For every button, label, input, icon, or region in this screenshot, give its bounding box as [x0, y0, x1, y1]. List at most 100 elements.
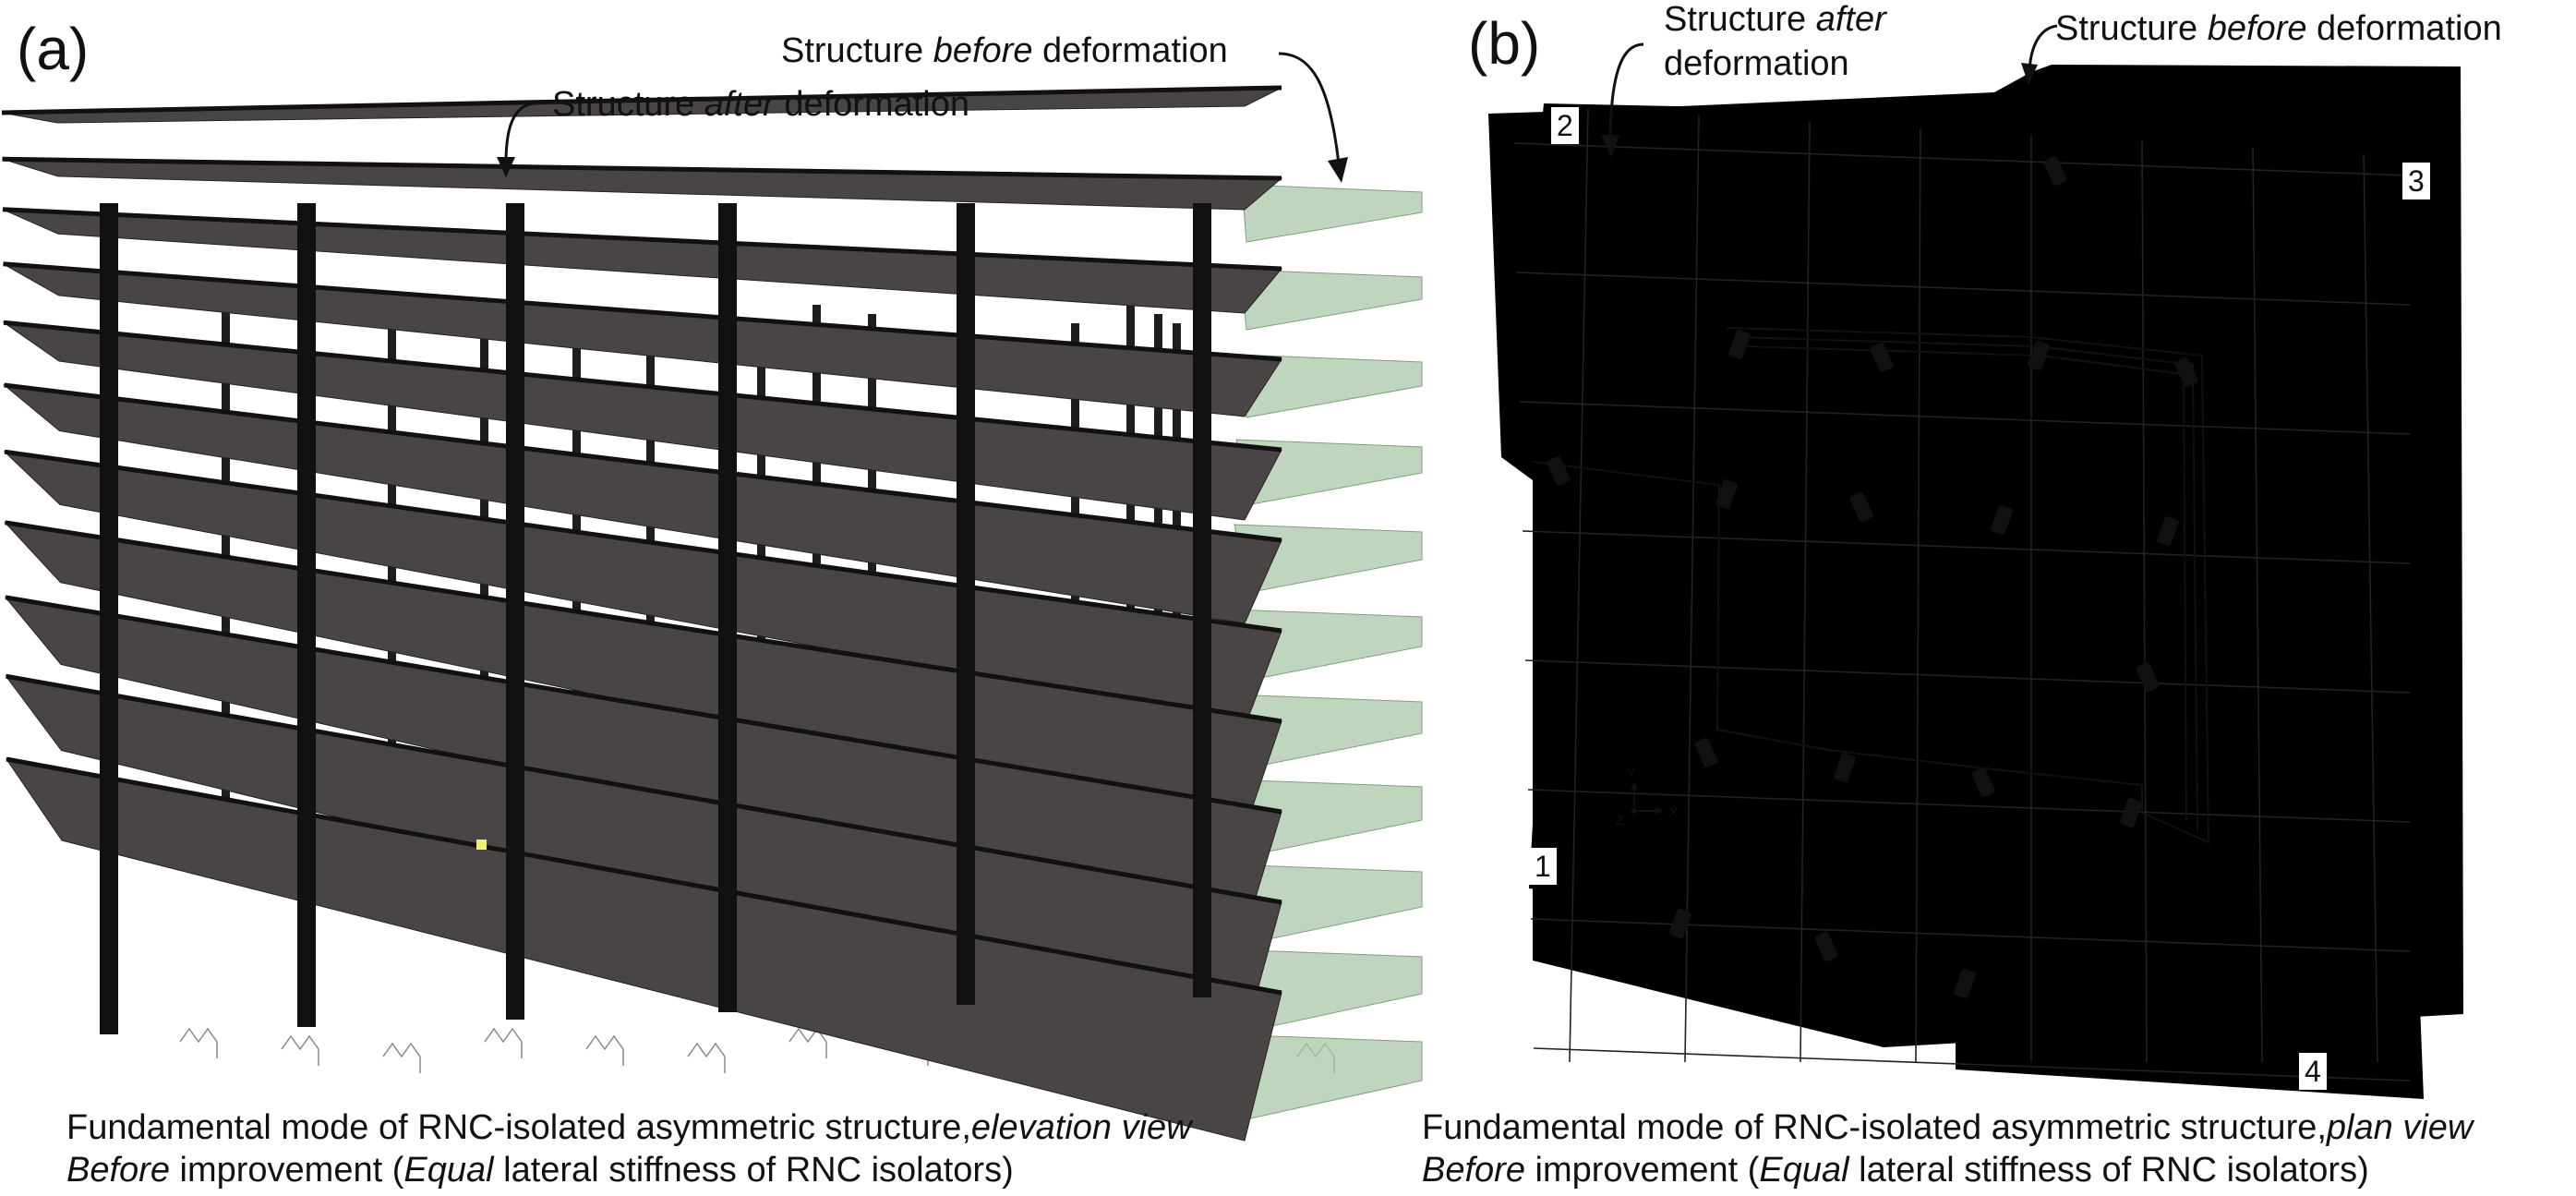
arrow-before-a	[1278, 52, 1341, 165]
isolator-spring-2	[281, 1034, 319, 1066]
annotation-arrows-a	[497, 52, 1348, 183]
caption-a-line1-text: Fundamental mode of RNC-isolated asymmet…	[66, 1108, 971, 1147]
plan-grid-row-4	[1522, 530, 2411, 564]
front-column-6	[1193, 203, 1211, 997]
plan-grid-col-1	[1569, 108, 1589, 1063]
arrow-head-before-a	[1328, 157, 1348, 183]
front-column-5	[957, 203, 975, 1005]
slab-edge-9	[5, 595, 1282, 815]
caption-a: Fundamental mode of RNC-isolated asymmet…	[66, 1106, 1192, 1191]
panel-a-letter: (a)	[17, 16, 90, 82]
annotation-before-b-pre: Structure	[2055, 9, 2208, 48]
plan-isolator-13	[1971, 767, 1995, 797]
caption-a-mid: improvement (	[169, 1151, 404, 1190]
plan-isolator-16	[1954, 969, 1976, 998]
annotation-structure-before-b: Structure before deformation	[2055, 9, 2502, 49]
annotation-before-a-pre: Structure	[781, 31, 933, 70]
annotation-after-b-pre: Structure	[1664, 0, 1816, 39]
caption-b-line1: Fundamental mode of RNC-isolated asymmet…	[1422, 1106, 2473, 1149]
isolator-spring-1	[179, 1027, 218, 1058]
plan-isolator-17	[1814, 932, 1838, 961]
slabs-after-deformation	[1, 85, 1283, 1142]
caption-b-em2: Equal	[1759, 1151, 1849, 1190]
arrow-after-b	[1608, 42, 1644, 139]
slab-edge-4	[3, 261, 1282, 362]
arrow-after-a	[504, 102, 538, 163]
caption-a-line2: Before improvement (Equal lateral stiffn…	[66, 1149, 1192, 1191]
plan-isolator-18	[1669, 909, 1691, 938]
plan-grid-col-4	[1915, 127, 1921, 1063]
slabs-before-deformation	[1222, 184, 1423, 1120]
plan-grid-row-1	[1513, 142, 2411, 176]
annotation-arrows-b	[1601, 24, 2058, 157]
front-column-1	[100, 203, 118, 1034]
slab-edge-6	[4, 382, 1282, 543]
core-outline-2	[1735, 336, 2198, 832]
plan-isolator-14	[2120, 798, 2142, 828]
caption-a-em2: Equal	[403, 1151, 494, 1190]
plan-isolator-5	[2174, 357, 2198, 387]
plan-isolator-10	[1991, 505, 2013, 535]
slab-edge-5	[3, 320, 1282, 453]
plan-grid-row-8	[1533, 1047, 2411, 1081]
plan-isolator-3	[1870, 343, 1894, 372]
front-columns	[100, 203, 1211, 1034]
plan-grid-row-2	[1516, 272, 2411, 306]
caption-a-line1-em: elevation view	[970, 1108, 1192, 1147]
annotation-structure-after-b-line1: Structure after	[1664, 0, 1886, 40]
plan-corner-2: 2	[1551, 107, 1579, 144]
plan-grid	[1513, 108, 2411, 1081]
plan-grid-col-3	[1800, 121, 1811, 1063]
front-column-4	[718, 203, 737, 1012]
axis-triad: Y Z X	[1616, 766, 1679, 828]
plan-core-wall	[1532, 327, 2210, 844]
plan-grid-col-8	[2363, 153, 2378, 1063]
annotation-before-a-em: before	[933, 31, 1033, 70]
caption-b-em1: Before	[1422, 1151, 1525, 1190]
caption-b-line2: Before improvement (Equal lateral stiffn…	[1422, 1149, 2473, 1191]
plan-isolator-4	[2028, 341, 2050, 370]
plan-isolators	[1547, 156, 2198, 998]
plan-isolator-1	[2043, 156, 2067, 186]
front-column-2	[297, 203, 316, 1027]
plan-isolator-11	[1694, 738, 1718, 767]
plan-grid-col-6	[2141, 140, 2148, 1063]
caption-a-post: lateral stiffness of RNC isolators)	[493, 1151, 1014, 1190]
slab-edge-3	[2, 207, 1282, 272]
caption-a-line1: Fundamental mode of RNC-isolated asymmet…	[66, 1106, 1192, 1149]
annotation-structure-after-b-line2: deformation	[1664, 44, 1849, 83]
annotation-after-a-pre: Structure	[552, 85, 704, 124]
caption-b-mid: improvement (	[1524, 1151, 1760, 1190]
slab-edge-11	[6, 756, 1282, 996]
plan-isolator-12	[1834, 753, 1856, 782]
panel-b-letter: (b)	[1468, 10, 1541, 77]
elevation-view	[1, 85, 1423, 1142]
plan-grid-row-5	[1524, 659, 2411, 694]
slab-edge-10	[6, 673, 1282, 905]
plan-corner-1: 1	[1529, 848, 1557, 885]
slab-before-1	[1241, 184, 1423, 243]
plan-grid-col-2	[1684, 115, 1700, 1063]
slab-edge-1	[1, 85, 1282, 115]
front-column-3	[506, 203, 524, 1020]
caption-b-line1-text: Fundamental mode of RNC-isolated asymmet…	[1422, 1108, 2327, 1147]
plan-isolator-8	[1715, 479, 1738, 509]
plan-grid-row-6	[1527, 789, 2411, 823]
annotation-after-a-em: after	[704, 85, 775, 124]
origin-marker	[476, 840, 487, 850]
caption-b-post: lateral stiffness of RNC isolators)	[1848, 1151, 2369, 1190]
slab-edge-2	[2, 156, 1282, 181]
annotation-structure-before-a: Structure before deformation	[781, 31, 1228, 71]
plan-grid-row-3	[1519, 401, 2411, 435]
plan-view: Y Z X	[1488, 65, 2463, 1099]
slab-edge-8	[5, 520, 1282, 724]
plan-corner-3: 3	[2402, 163, 2430, 199]
arrow-head-after-a	[497, 157, 515, 177]
core-outline-3	[1744, 345, 2187, 823]
arrow-before-b	[2028, 24, 2058, 71]
isolator-spring-3	[382, 1042, 421, 1073]
axis-label-y: Y	[1627, 766, 1636, 780]
caption-a-em1: Before	[66, 1151, 170, 1190]
annotation-after-a-post: deformation	[774, 85, 970, 124]
